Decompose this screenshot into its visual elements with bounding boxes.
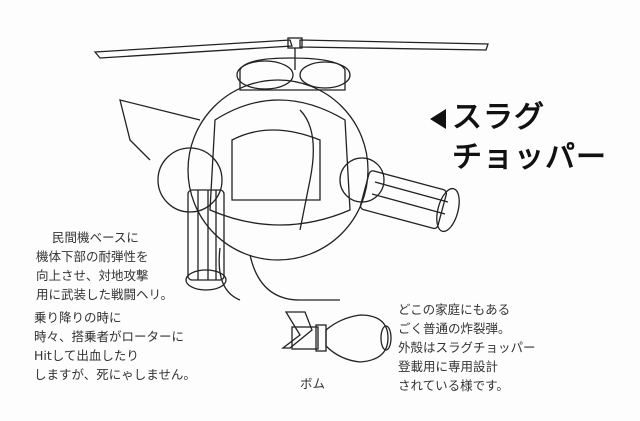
note-line: 民間機ベースに xyxy=(52,230,139,245)
left-triangle-icon xyxy=(430,108,446,129)
note-line: Hitして出血したり xyxy=(34,348,139,363)
note-line: ごく普通の炸裂弾。 xyxy=(398,321,511,336)
note-line: 向上させ、対地攻撃 xyxy=(36,268,149,283)
title-text-1: スラグ xyxy=(452,100,545,135)
title-line-2: チョッパー xyxy=(452,140,607,175)
bomb-description-note: どこの家庭にもある ごく普通の炸裂弾。 外殻はスラグチョッパー 登載用に専用設計… xyxy=(398,300,536,395)
note-line: しますが、死にゃしません。 xyxy=(34,367,196,382)
note-line: 登載用に専用設計 xyxy=(398,359,499,374)
left-gatling-gun xyxy=(157,147,227,291)
bomb-drawing xyxy=(281,311,392,363)
note-line: どこの家庭にもある xyxy=(398,302,511,317)
bomb-label: ボム xyxy=(300,376,326,391)
rotor-blades xyxy=(93,37,489,70)
note-line: 外殻はスラグチョッパー xyxy=(398,340,536,355)
note-line: 乗り降りの時に xyxy=(34,310,122,325)
description-note: 民間機ベースに 機体下部の耐弾性を 向上させ、対地攻撃 用に武装した戦闘ヘリ。 xyxy=(36,228,173,304)
trivia-note: 乗り降りの時に 時々、搭乗者がローターに Hitして出血したり しますが、死にゃ… xyxy=(34,308,196,384)
helicopter-body xyxy=(119,57,369,301)
note-line: 機体下部の耐弾性を xyxy=(36,249,149,264)
title-line-1: スラグ xyxy=(430,100,545,136)
note-line: 用に武装した戦闘ヘリ。 xyxy=(36,287,174,302)
right-gatling-gun xyxy=(339,157,460,233)
note-line: 時々、搭乗者がローターに xyxy=(34,329,185,344)
note-line: されている様です。 xyxy=(398,378,509,393)
